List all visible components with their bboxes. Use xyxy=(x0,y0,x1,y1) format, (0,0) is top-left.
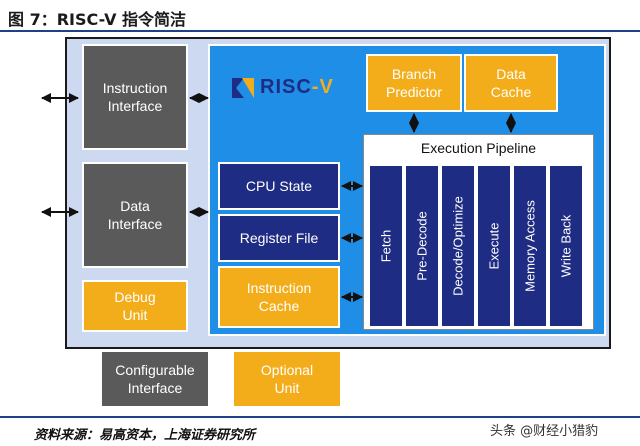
risc-v-logo-icon xyxy=(232,77,254,98)
configurable-interface-block: Configurable Interface xyxy=(100,350,210,408)
figure-title: 图 7：RISC-V 指令简洁 xyxy=(8,10,187,29)
execution-pipeline-title: Execution Pipeline xyxy=(420,140,537,156)
risc-v-logo: RISC-V xyxy=(232,76,334,99)
risc-v-logo-text: RISC-V xyxy=(260,76,334,99)
pipeline-stage-fetch: Fetch xyxy=(370,166,402,326)
branch-predictor-block: Branch Predictor xyxy=(366,54,462,112)
optional-unit-block: Optional Unit xyxy=(232,350,342,408)
debug-unit-block: Debug Unit xyxy=(82,280,188,332)
pipeline-stage-decode-optimize: Decode/Optimize xyxy=(442,166,474,326)
cpu-state-block: CPU State xyxy=(218,162,340,210)
logo-text-main: RISC xyxy=(260,76,312,98)
source-note: 资料来源：易高资本，上海证券研究所 xyxy=(34,428,256,443)
register-file-block: Register File xyxy=(218,214,340,262)
pipeline-stage-write-back: Write Back xyxy=(550,166,582,326)
footer-divider xyxy=(0,416,640,418)
instruction-interface-block: Instruction Interface xyxy=(82,44,188,150)
title-divider xyxy=(0,30,640,32)
data-interface-block: Data Interface xyxy=(82,162,188,268)
instruction-cache-block: Instruction Cache xyxy=(218,266,340,328)
pipeline-stage-execute: Execute xyxy=(478,166,510,326)
pipeline-stage-pre-decode: Pre-Decode xyxy=(406,166,438,326)
pipeline-stage-memory-access: Memory Access xyxy=(514,166,546,326)
data-cache-block: Data Cache xyxy=(464,54,558,112)
watermark: 头条 @财经小猎豹 xyxy=(490,424,599,439)
logo-text-accent: -V xyxy=(311,76,334,98)
